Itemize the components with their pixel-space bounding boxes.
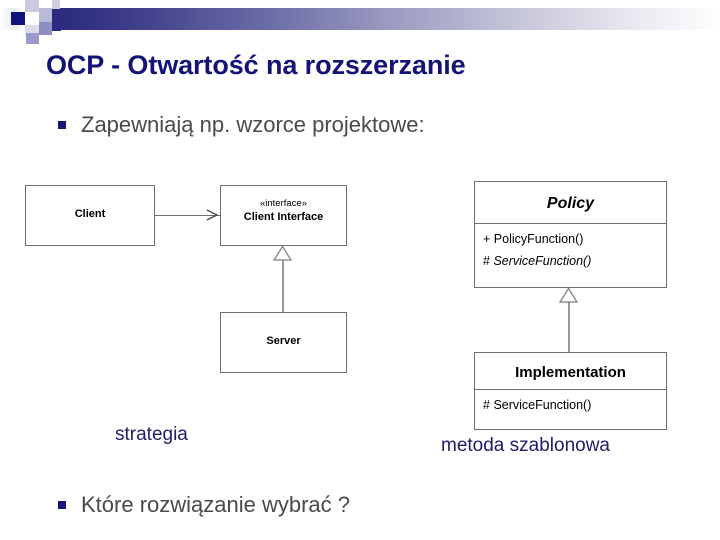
hollow-triangle-icon-right	[559, 288, 578, 303]
deco-square-lavender-d	[39, 0, 52, 8]
deco-square-lavender-a	[25, 0, 39, 12]
uml-class-policy-member-1: # ServiceFunction()	[483, 254, 591, 268]
caption-metoda-szablonowa: metoda szablonowa	[441, 435, 610, 456]
header-gradient-bar	[40, 8, 720, 30]
uml-member-visibility: #	[483, 398, 490, 412]
deco-square-lavender-e	[39, 8, 52, 22]
uml-class-policy-separator	[475, 223, 666, 224]
caption-strategia: strategia	[115, 424, 188, 445]
uml-member-signature: PolicyFunction()	[493, 232, 584, 246]
uml-box-client-interface-stereotype: «interface»	[259, 198, 307, 209]
uml-member-visibility: +	[483, 232, 491, 246]
deco-square-lavender-f	[39, 22, 52, 35]
uml-class-implementation: Implementation # ServiceFunction()	[474, 352, 667, 430]
open-arrowhead-icon	[206, 209, 218, 221]
uml-box-client-interface-label: Client Interface	[243, 211, 324, 223]
deco-square-navy	[11, 12, 25, 25]
connector-implementation-to-policy	[568, 301, 570, 352]
uml-member-visibility: #	[483, 254, 490, 268]
uml-box-server: Server	[220, 312, 347, 373]
strategy-pattern-diagram: Client «interface» Client Interface Serv…	[0, 0, 400, 400]
slide-header-decoration	[0, 0, 720, 46]
deco-square-lavender-b	[25, 12, 40, 25]
page-title: OCP - Otwartość na rozszerzanie	[46, 50, 466, 80]
uml-member-signature: ServiceFunction()	[493, 254, 592, 268]
bullet-item-2: Które rozwiązanie wybrać ?	[58, 492, 350, 518]
uml-box-server-label: Server	[266, 335, 301, 347]
connector-client-to-interface	[155, 215, 220, 216]
square-bullet-icon	[58, 501, 66, 509]
deco-square-lavender-g	[26, 33, 39, 44]
bullet-item-2-label: Które rozwiązanie wybrać ?	[81, 492, 351, 517]
uml-box-client-interface: «interface» Client Interface	[220, 185, 347, 246]
uml-class-implementation-member-0: # ServiceFunction()	[483, 398, 591, 412]
square-bullet-icon	[58, 121, 66, 129]
uml-class-policy-name: Policy	[546, 195, 595, 212]
uml-box-client-label: Client	[74, 208, 106, 220]
uml-box-client: Client	[25, 185, 155, 246]
hollow-triangle-icon-left	[273, 246, 292, 261]
uml-member-signature: ServiceFunction()	[493, 398, 592, 412]
bullet-item-1-label: Zapewniają np. wzorce projektowe:	[81, 112, 425, 137]
uml-class-implementation-separator	[475, 389, 666, 390]
deco-square-navy-small	[52, 22, 61, 31]
uml-class-policy: Policy + PolicyFunction() # ServiceFunct…	[474, 181, 667, 288]
uml-class-implementation-name: Implementation	[515, 364, 626, 381]
deco-square-lavender-c	[25, 25, 39, 36]
connector-server-to-interface	[282, 259, 284, 312]
template-method-diagram: Policy + PolicyFunction() # ServiceFunct…	[474, 181, 667, 430]
bullet-item-1: Zapewniają np. wzorce projektowe:	[58, 112, 425, 138]
deco-square-lavender-h	[52, 0, 60, 9]
uml-class-policy-member-0: + PolicyFunction()	[483, 232, 583, 246]
